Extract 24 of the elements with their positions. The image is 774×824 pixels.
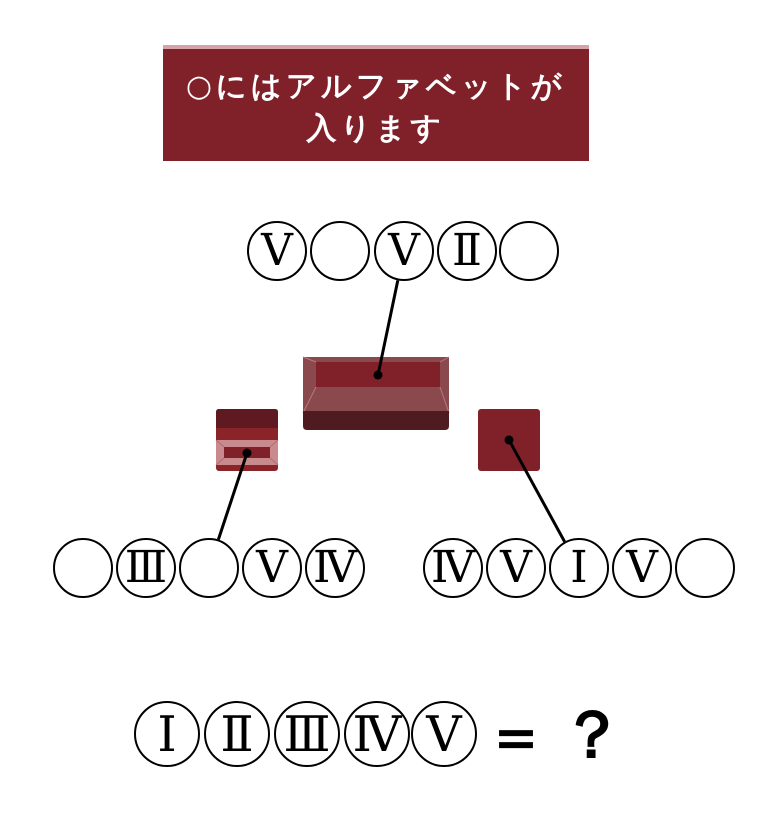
numeral-circle: Ⅲ: [274, 701, 340, 767]
numeral-circle: Ⅰ: [134, 701, 200, 767]
numeral-circle: Ⅴ: [374, 221, 434, 281]
numeral-circle: Ⅴ: [411, 701, 477, 767]
numeral-circle: Ⅲ: [116, 538, 176, 598]
numeral-circle: Ⅴ: [247, 221, 307, 281]
numeral-circle: Ⅰ: [549, 538, 609, 598]
equals-sign: ＝: [485, 705, 547, 767]
sofa-icon: [303, 357, 449, 430]
question-mark: ？: [559, 702, 625, 768]
leader-line: [216, 448, 252, 540]
cabinet-icon: [216, 409, 278, 471]
numeral-circle: Ⅳ: [305, 538, 365, 598]
numeral-circle: Ⅳ: [423, 538, 483, 598]
numeral-circle: Ⅳ: [344, 701, 410, 767]
instruction-banner: ○にはアルファベットが入ります: [163, 45, 589, 161]
numeral-circle: Ⅱ: [204, 701, 270, 767]
numeral-circle: Ⅴ: [242, 538, 302, 598]
numeral-circle: Ⅴ: [612, 538, 672, 598]
numeral-circle: Ⅱ: [437, 221, 497, 281]
square-box: [478, 409, 540, 471]
numeral-circle: Ⅴ: [486, 538, 546, 598]
leader-line: [374, 280, 400, 380]
leader-line: [504, 436, 566, 542]
